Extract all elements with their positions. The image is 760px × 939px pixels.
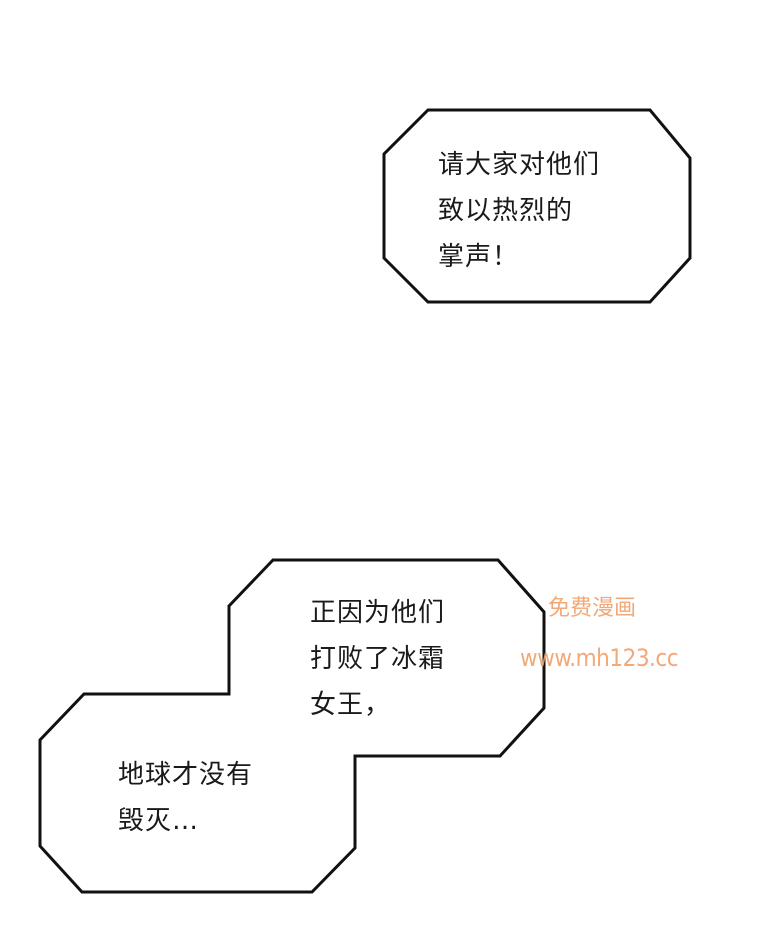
speech-line: 地球才没有 [118, 760, 254, 790]
speech-line: 打败了冰霜 [310, 644, 446, 674]
speech-bubble-bottom [38, 558, 546, 894]
speech-bubble-top [382, 108, 692, 304]
speech-line: 致以热烈的 [438, 196, 574, 226]
speech-text-top: 请大家对他们 致以热烈的 掌声！ [438, 142, 600, 280]
speech-line: 正因为他们 [310, 598, 446, 628]
speech-line: 掌声！ [438, 242, 520, 272]
speech-text-bottom-left: 地球才没有 毁灭… [118, 752, 253, 844]
speech-line: 女王， [310, 690, 392, 720]
speech-line: 请大家对他们 [438, 150, 601, 180]
watermark-url: www.mh123.cc [520, 644, 679, 672]
speech-line: 毁灭… [118, 806, 200, 836]
watermark-title: 免费漫画 [548, 596, 637, 621]
speech-text-bottom-right: 正因为他们 打败了冰霜 女王， [310, 590, 445, 728]
